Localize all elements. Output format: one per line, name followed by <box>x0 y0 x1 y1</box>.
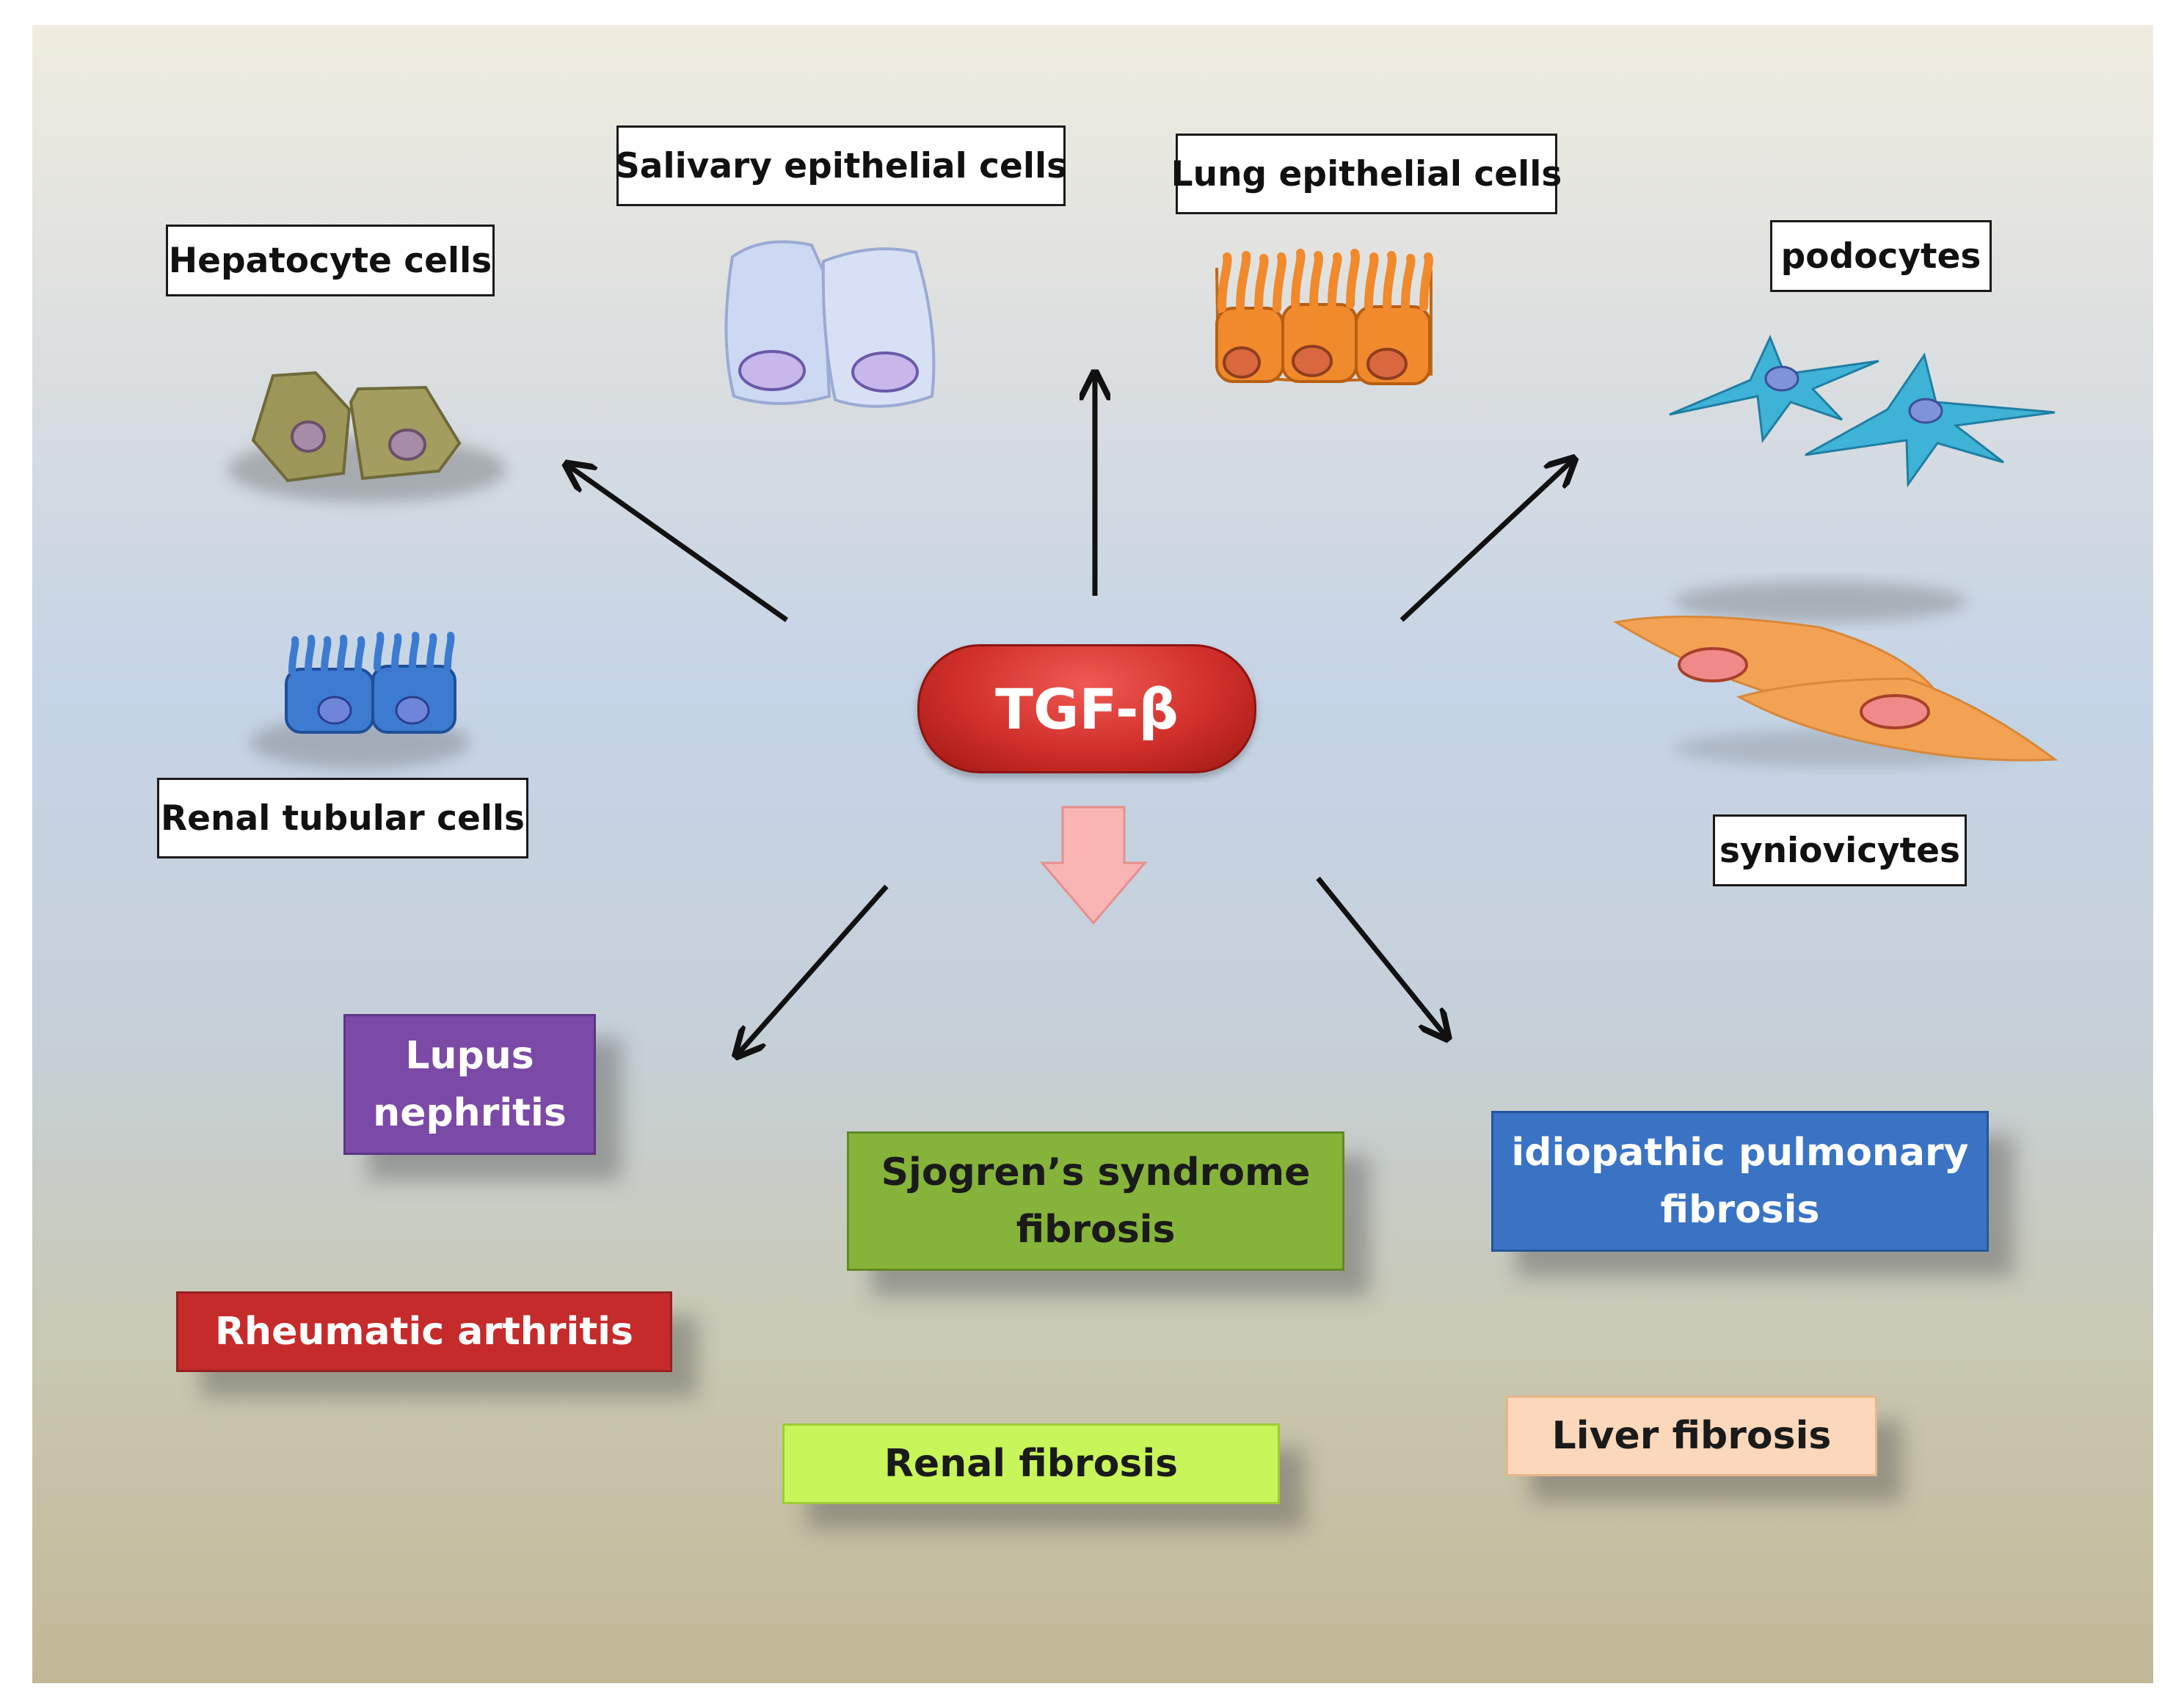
podocytes-icon <box>1669 335 2056 488</box>
down-arrow-icon <box>1039 806 1148 925</box>
label-lung-epithelial-cells: Lung epithelial cells <box>1171 134 1562 214</box>
salivary-cells-icon <box>724 240 936 408</box>
sjogren-line-1: Sjogren’s syndrome <box>881 1150 1311 1195</box>
lung-cells-icon <box>1215 249 1433 385</box>
label-salivary-epithelial-cells: Salivary epithelial cells <box>615 125 1067 206</box>
disease-liver-fibrosis: Liver fibrosis <box>1506 1396 1877 1476</box>
label-podocytes: podocytes <box>1770 220 1992 292</box>
label-renal-tubular-cells: Renal tubular cells <box>157 778 528 858</box>
label-syniovicytes: syniovicytes <box>1713 814 1967 886</box>
disease-sjogren-fibrosis: Sjogren’s syndrome fibrosis <box>847 1131 1344 1271</box>
disease-rheumatic-arthritis: Rheumatic arthritis <box>176 1291 672 1372</box>
disease-lupus-nephritis: Lupus nephritis <box>343 1014 596 1155</box>
syniovicytes-icon <box>1612 581 2059 767</box>
ipf-line-1: idiopathic pulmonary <box>1511 1131 1969 1175</box>
tgf-beta-node: TGF-β <box>917 644 1256 773</box>
hepatocyte-cells-icon <box>228 371 506 503</box>
lupus-line-2: nephritis <box>373 1091 567 1135</box>
arrow-to-podocytes <box>1399 461 1572 622</box>
arrow-to-hepatocyte <box>569 466 789 622</box>
lupus-line-1: Lupus <box>405 1034 534 1078</box>
arrow-to-lupus <box>738 884 889 1054</box>
renal-tubular-cells-icon <box>250 632 470 769</box>
ipf-line-2: fibrosis <box>1660 1188 1820 1232</box>
disease-renal-fibrosis: Renal fibrosis <box>782 1423 1280 1504</box>
disease-idiopathic-pulmonary-fibrosis: idiopathic pulmonary fibrosis <box>1491 1111 1989 1252</box>
sjogren-line-2: fibrosis <box>1016 1208 1176 1252</box>
label-hepatocyte-cells: Hepatocyte cells <box>166 225 495 296</box>
arrow-to-ipf <box>1316 876 1446 1036</box>
